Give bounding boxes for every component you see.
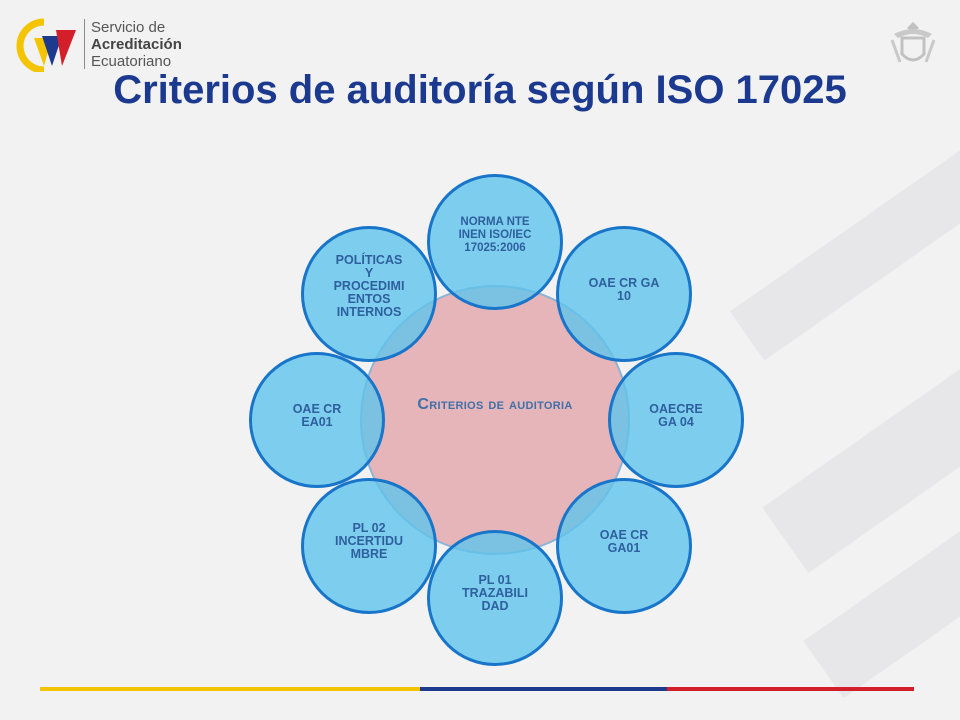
logo-line-2: Acreditación [91,35,182,53]
center-label: Criterios de auditoria [417,396,573,413]
node-circle-1 [427,174,563,310]
node-label-incertidumbre: PL 02 INCERTIDU MBRE [334,521,404,561]
logo-text: Servicio de Acreditación Ecuatoriano [91,19,182,70]
footer-tricolor-bar [40,687,914,691]
node-label-ea01: OAE CR EA01 [292,402,342,429]
node-circle-3 [608,352,744,488]
node-circle-6 [301,478,437,614]
node-label-politicas: POLÍTICAS Y PROCEDIMI ENTOS INTERNOS [333,253,405,319]
node-label-trazabilidad: PL 01 TRAZABILI DAD [462,573,528,613]
node-circle-4 [556,478,692,614]
logo-line-3: Ecuatoriano [91,52,172,70]
node-label-norma: NORMA NTE INEN ISO/IEC 17025:2006 [458,216,532,254]
node-circle-2 [556,226,692,362]
logo-separator [84,19,85,69]
node-label-ga01: OAE CR GA01 [599,528,649,555]
node-circle-8 [301,226,437,362]
node-label-ga10: OAE CR GA 10 [588,276,660,303]
node-circle-7 [249,352,385,488]
page-title: Criterios de auditoría según ISO 17025 [113,68,847,112]
organization-logo: Servicio de Acreditación Ecuatoriano [14,16,182,74]
node-label-ga04: OAECRE GA 04 [649,402,703,429]
coat-of-arms-icon [888,18,938,70]
logo-mark-icon [14,16,80,74]
footer-yellow-segment [40,687,420,691]
node-circle-5 [427,530,563,666]
logo-line-1: Servicio de [91,18,166,36]
footer-blue-segment [420,687,667,691]
footer-red-segment [667,687,914,691]
